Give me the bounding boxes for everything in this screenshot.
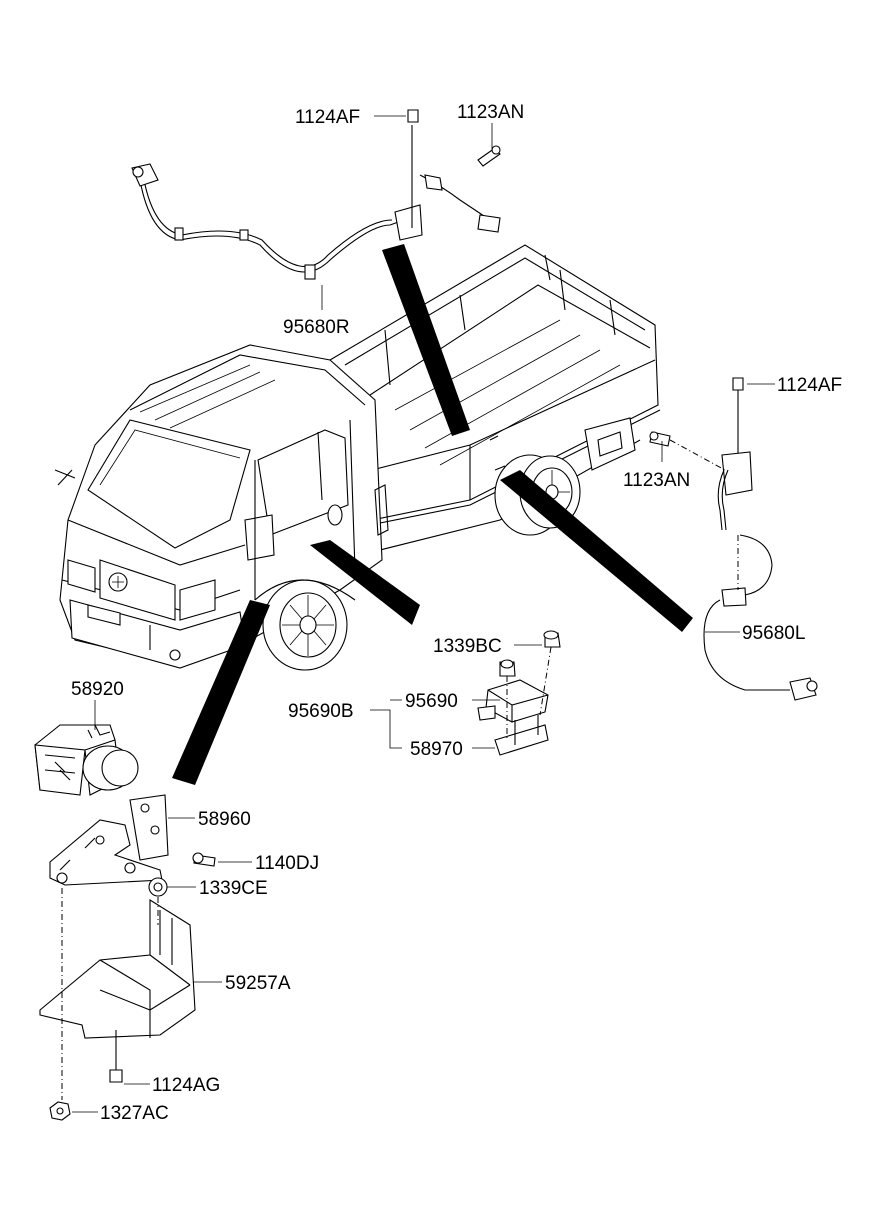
part-labels: 1124AF 1123AN 95680R 1124AF 1123AN 95680… — [71, 102, 842, 1124]
pointer-arrows — [172, 244, 693, 785]
yaw-rate-sensor — [477, 630, 561, 756]
label-1124af-right: 1124AF — [777, 375, 842, 396]
label-58960: 58960 — [198, 809, 251, 830]
hecu-bracket — [49, 794, 216, 897]
label-1327ac: 1327AC — [100, 1103, 169, 1124]
label-1123an-right: 1123AN — [623, 470, 690, 491]
label-58920: 58920 — [71, 679, 124, 700]
label-95690b: 95690B — [288, 701, 354, 722]
label-1124af-top: 1124AF — [295, 107, 360, 128]
hecu-cover — [39, 888, 196, 1121]
label-59257a: 59257A — [225, 973, 291, 994]
label-1339ce: 1339CE — [199, 878, 268, 899]
leader-lines — [72, 115, 775, 1113]
abs-hecu-unit — [34, 724, 139, 796]
label-95690: 95690 — [405, 691, 458, 712]
label-1339bc: 1339BC — [433, 636, 502, 657]
label-1123an-top: 1123AN — [457, 102, 524, 123]
wheel-sensor-harness-right — [131, 109, 501, 280]
truck-illustration — [54, 244, 661, 671]
label-1124ag: 1124AG — [152, 1075, 220, 1096]
wheel-sensor-harness-left — [649, 377, 818, 701]
label-58970: 58970 — [410, 739, 463, 760]
label-95680l: 95680L — [742, 623, 805, 644]
label-95680r: 95680R — [283, 317, 350, 338]
label-1140dj: 1140DJ — [255, 853, 319, 874]
